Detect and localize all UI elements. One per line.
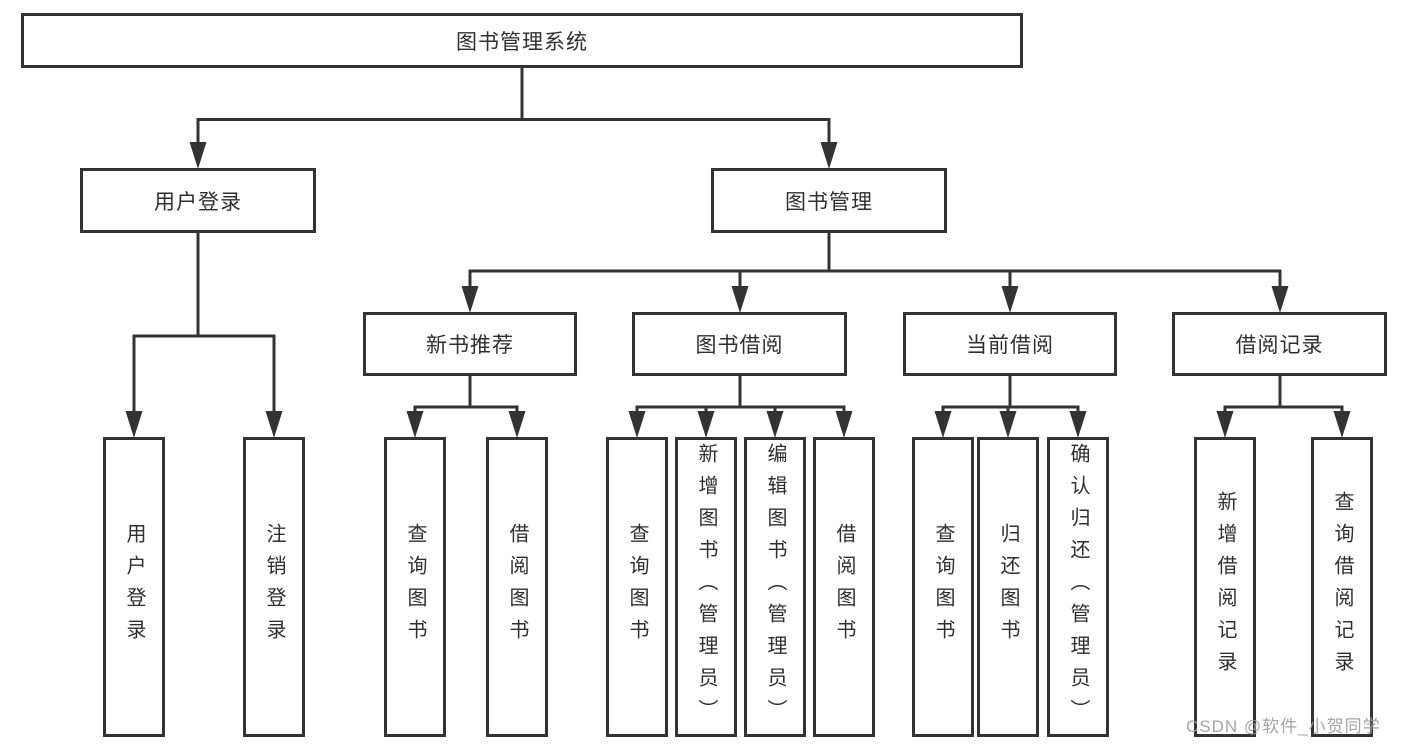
leaf-borrowing-borrow-books-label: 借阅图书	[833, 523, 855, 651]
node-book-borrowing: 图书借阅	[632, 312, 847, 376]
arrowhead-icon	[934, 411, 952, 438]
leaf-current-query-books-label: 查询图书	[932, 523, 954, 651]
leaf-current-confirm-return-admin: 确认归还（管理员）	[1047, 437, 1109, 737]
leaf-borrowing-add-books-admin: 新增图书（管理员）	[675, 437, 737, 737]
node-root-label: 图书管理系统	[456, 30, 588, 54]
node-user-login-label: 用户登录	[154, 190, 242, 214]
watermark: CSDN @软件_小贺同学	[1186, 717, 1381, 736]
leaf-borrowing-query-books: 查询图书	[606, 437, 668, 737]
arrowhead-icon	[508, 411, 526, 438]
node-current-borrowing-label: 当前借阅	[966, 334, 1054, 357]
connector-new-books-children	[413, 376, 519, 414]
arrowhead-icon	[1069, 411, 1087, 438]
leaf-newbooks-query-books: 查询图书	[384, 437, 446, 737]
leaf-current-return-books: 归还图书	[977, 437, 1039, 737]
node-root: 图书管理系统	[21, 13, 1023, 68]
arrowhead-icon	[731, 286, 749, 313]
node-book-management-label: 图书管理	[785, 190, 873, 214]
arrowhead-icon	[766, 411, 784, 438]
connector-records-children	[1223, 376, 1344, 414]
leaf-newbooks-borrow-books: 借阅图书	[486, 437, 548, 737]
arrowhead-icon	[125, 411, 143, 438]
leaf-records-add-record: 新增借阅记录	[1194, 437, 1256, 737]
leaf-user-login-label: 用户登录	[123, 523, 145, 651]
arrowhead-icon	[628, 411, 646, 438]
arrowhead-icon	[1271, 286, 1289, 313]
leaf-borrowing-edit-books-admin: 编辑图书（管理员）	[744, 437, 806, 737]
connector-book-management-children	[468, 233, 1282, 289]
arrowhead-icon	[461, 286, 479, 313]
node-borrowing-records: 借阅记录	[1172, 312, 1387, 376]
leaf-newbooks-borrow-books-label: 借阅图书	[506, 523, 528, 651]
arrowhead-icon	[1216, 411, 1234, 438]
node-borrowing-records-label: 借阅记录	[1235, 334, 1324, 357]
leaf-current-return-books-label: 归还图书	[997, 523, 1019, 651]
node-new-book-recommendation: 新书推荐	[363, 312, 577, 376]
arrowhead-icon	[835, 411, 853, 438]
leaf-current-query-books: 查询图书	[912, 437, 974, 737]
arrowhead-icon	[1333, 411, 1351, 438]
arrowhead-icon	[1001, 286, 1019, 313]
node-new-book-recommendation-label: 新书推荐	[426, 334, 514, 357]
node-book-management: 图书管理	[711, 168, 947, 233]
leaf-logout: 注销登录	[243, 437, 305, 737]
connector-user-login-children	[132, 233, 276, 413]
arrowhead-icon	[999, 411, 1017, 438]
leaf-records-query-record-label: 查询借阅记录	[1331, 491, 1353, 683]
node-user-login: 用户登录	[80, 168, 316, 233]
leaf-borrowing-query-books-label: 查询图书	[626, 523, 648, 651]
leaf-logout-label: 注销登录	[263, 523, 285, 651]
connector-current-children	[941, 376, 1080, 414]
leaf-current-confirm-return-admin-label: 确认归还（管理员）	[1067, 443, 1089, 731]
leaf-borrowing-borrow-books: 借阅图书	[813, 437, 875, 737]
connector-root-to-level2	[196, 68, 831, 144]
leaf-newbooks-query-books-label: 查询图书	[404, 523, 426, 651]
node-current-borrowing: 当前借阅	[903, 312, 1117, 376]
arrowhead-icon	[697, 411, 715, 438]
arrowhead-icon	[820, 142, 838, 169]
leaf-user-login: 用户登录	[103, 437, 165, 737]
arrowhead-icon	[265, 411, 283, 438]
leaf-records-query-record: 查询借阅记录	[1311, 437, 1373, 737]
leaf-borrowing-add-books-admin-label: 新增图书（管理员）	[695, 443, 717, 731]
arrowhead-icon	[406, 411, 424, 438]
node-book-borrowing-label: 图书借阅	[695, 334, 784, 357]
arrowhead-icon	[189, 142, 207, 169]
leaf-borrowing-edit-books-admin-label: 编辑图书（管理员）	[764, 443, 786, 731]
connector-borrowing-children	[635, 376, 846, 414]
leaf-records-add-record-label: 新增借阅记录	[1214, 491, 1236, 683]
